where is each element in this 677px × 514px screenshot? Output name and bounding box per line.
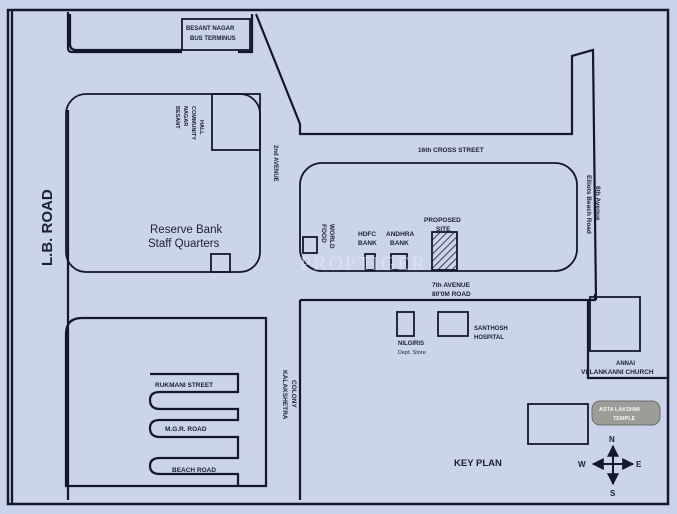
elliots-beach-road-label-1: Elliots Beach Road [585, 175, 592, 234]
community-hall-label-3: COMMUNITY [190, 106, 196, 140]
santhosh-label-1: SANTHOSH [474, 326, 508, 332]
kalakshetra-label-1: KALAKSHETRA [281, 370, 288, 420]
top-block-edge [68, 14, 182, 52]
church-road [586, 300, 668, 380]
rbi-label-2: Staff Quarters [148, 238, 220, 250]
community-hall-label-1: BESANT [174, 106, 180, 129]
compass-e: E [636, 460, 642, 469]
key-plan-label: KEY PLAN [454, 458, 502, 469]
temple-label-box [591, 400, 661, 426]
santhosh-hospital-building [437, 311, 469, 337]
elliots-beach-road-label-2: 6th Avenue [594, 186, 601, 221]
compass: N S E W [578, 435, 642, 498]
seventh-avenue-label-2: 80'0M ROAD [432, 291, 471, 298]
watermark: PROPTIGER [300, 253, 427, 275]
mgr-road-label: M.G.R. ROAD [165, 426, 207, 433]
rbi-label-1: Reserve Bank [150, 224, 222, 236]
proposed-site-label-2: SITE [436, 226, 451, 233]
andhra-bank-label-2: BANK [390, 240, 409, 247]
church-label-2: VELANKANNI CHURCH [581, 369, 654, 376]
rbi-building [210, 253, 231, 273]
hdfc-building [364, 253, 376, 271]
food-world-label-1: FOOD [320, 224, 327, 243]
sixteenth-cross-street-road [254, 13, 598, 301]
community-hall-label-4: HALL [198, 120, 204, 135]
santhosh-label-2: HOSPITAL [474, 335, 504, 341]
temple-label-2: TEMPLE [613, 416, 636, 422]
proposed-site [431, 231, 458, 271]
reserve-bank-block [65, 93, 261, 273]
compass-s: S [610, 489, 616, 498]
compass-n: N [609, 435, 615, 444]
temple-label-1: ASTA LAKSHMI [599, 407, 640, 413]
church-building [589, 296, 641, 352]
bus-terminus [181, 18, 251, 51]
seventh-avenue-label-1: 7th AVENUE [432, 282, 471, 289]
hdfc-label-2: BANK [358, 240, 377, 247]
andhra-bank-label-1: ANDHRA [386, 231, 414, 238]
nilgiris-building [396, 311, 415, 337]
residential-streets [148, 372, 240, 486]
andhra-bank-building [390, 253, 408, 271]
kalakshetra-label-2: COLONY [290, 380, 297, 408]
bottom-left-block [64, 316, 268, 488]
food-world-building [302, 236, 318, 254]
nilgiris-label-1: NILGIRIS [398, 341, 424, 347]
rukmani-street-label: RUKMANI STREET [155, 382, 213, 389]
proposed-site-label-1: PROPOSED [424, 217, 461, 224]
sixteenth-cross-street-label: 16th CROSS STREET [418, 147, 484, 154]
bus-terminus-label-1: BESANT NAGAR [186, 26, 235, 32]
food-world-label-2: WORLD [328, 224, 335, 249]
central-block [299, 162, 578, 272]
bus-terminus-label-2: BUS TERMINUS [190, 36, 236, 42]
beach-road-label: BEACH ROAD [172, 467, 216, 474]
nilgiris-label-2: Dept. Store [398, 350, 426, 356]
second-avenue-label: 2nd AVENUE [272, 145, 278, 182]
hdfc-label-1: HDFC [358, 231, 376, 238]
lb-road-label: L.B. ROAD [39, 189, 56, 266]
map-frame [6, 8, 670, 506]
church-label-1: ANNAI [616, 361, 635, 367]
temple-building [527, 403, 589, 445]
community-hall-building [211, 93, 261, 151]
community-hall-label-2: NAGAR [182, 106, 188, 126]
compass-w: W [578, 460, 586, 469]
